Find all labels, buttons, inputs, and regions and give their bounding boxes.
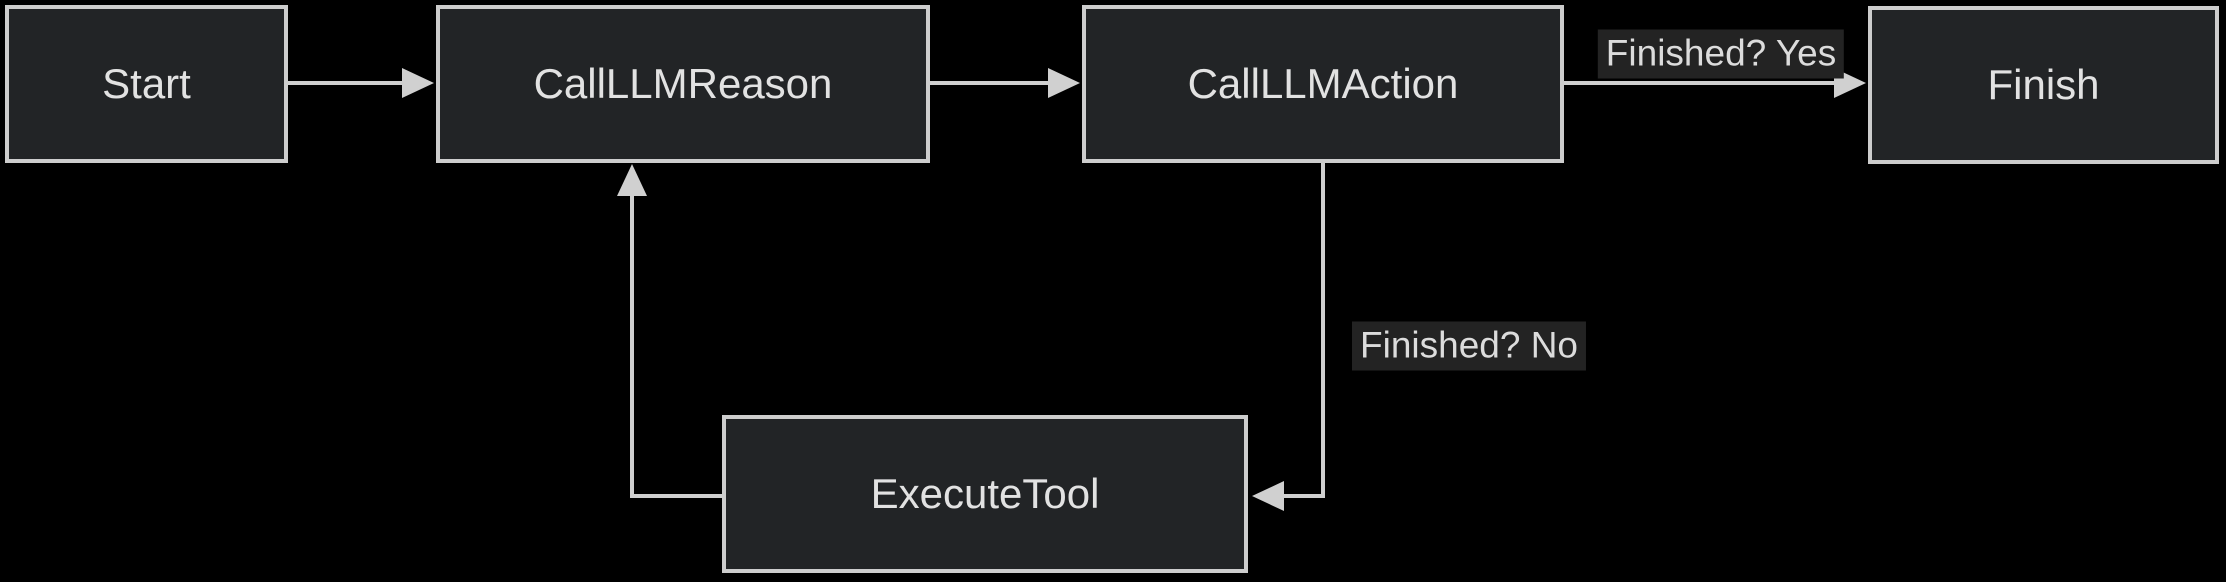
edge-callllmreason-to-callllmaction (930, 68, 1080, 98)
node-label-start: Start (102, 60, 191, 107)
edge-label-finished-yes: Finished? Yes (1597, 29, 1845, 79)
flowchart-node-callllmreason: CallLLMReason (436, 5, 930, 163)
arrowhead-left-icon (1252, 481, 1284, 511)
edge-callllmaction-to-executetool (1252, 163, 1325, 511)
node-label-callllmaction: CallLLMAction (1187, 60, 1459, 107)
node-label-callllmreason: CallLLMReason (533, 60, 833, 107)
edge-executetool-to-callllmreason (617, 164, 722, 498)
flowchart-node-finish: Finish (1868, 6, 2219, 164)
arrowhead-right-icon (402, 68, 434, 98)
node-label-finish: Finish (1987, 61, 2100, 108)
flowchart-node-callllmaction: CallLLMAction (1082, 5, 1564, 163)
flowchart-node-start: Start (5, 5, 288, 163)
arrowhead-up-icon (617, 164, 647, 196)
edge-start-to-callllmreason (287, 68, 434, 98)
node-label-executetool: ExecuteTool (870, 470, 1100, 517)
edge-label-finished-no: Finished? No (1351, 321, 1587, 371)
arrowhead-right-icon (1048, 68, 1080, 98)
flowchart-node-executetool: ExecuteTool (722, 415, 1248, 573)
